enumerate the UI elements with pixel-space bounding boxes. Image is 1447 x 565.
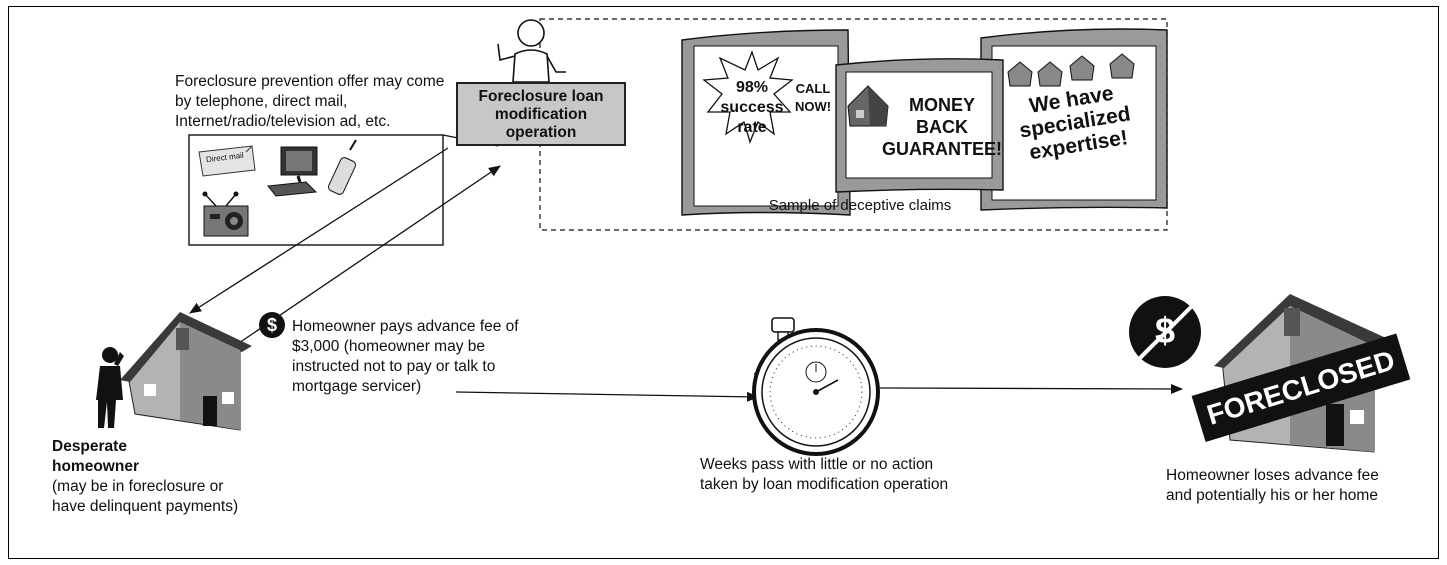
claims-caption: Sample of deceptive claims [768, 197, 952, 214]
offer-channels-box [188, 134, 444, 246]
stopwatch-icon [752, 317, 880, 456]
dollar-coin-symbol: $ [266, 315, 277, 335]
payment-to-wait-arrow [455, 391, 759, 402]
computer-icon [267, 146, 318, 197]
claim-screen-1 [681, 29, 851, 216]
homeowner-detail: (may be in foreclosure or have delinquen… [52, 478, 239, 515]
radio-icon [202, 191, 249, 237]
claim-call-text: CALL NOW! [794, 81, 832, 114]
mail-icon [198, 145, 256, 177]
small-house-icon [847, 85, 889, 127]
claim-screen-2 [835, 58, 1004, 193]
foreclosed-banner [1191, 333, 1411, 442]
dollar-coin-icon [259, 312, 285, 338]
no-money-symbol: $ [1154, 310, 1176, 351]
claim-money-back-text: MONEY BACK GUARANTEE! [882, 95, 1002, 159]
claim-burst-text: 98% success rate [720, 79, 784, 136]
operator-person-icon [497, 19, 566, 83]
operation-title: Foreclosure loan modification operation [478, 88, 604, 141]
no-money-icon [1129, 296, 1201, 368]
wait-to-outcome-arrow [879, 383, 1183, 394]
operation-box: Foreclosure loan modification operation [456, 82, 626, 146]
homeowner-house-icon [120, 312, 252, 431]
houses-row-icon [1007, 53, 1135, 87]
homeowner-silhouette-icon [96, 347, 124, 428]
outer-frame [8, 6, 1439, 559]
payment-text: Homeowner pays advance fee of $3,000 (ho… [292, 318, 519, 395]
offer-arrow [189, 147, 449, 314]
offer-text: Foreclosure prevention offer may come by… [175, 73, 445, 130]
wait-text: Weeks pass with little or no action take… [700, 456, 949, 493]
claim-screen-3 [980, 28, 1168, 211]
outcome-text: Homeowner loses advance fee and potentia… [1166, 467, 1379, 504]
homeowner-title: Desperate homeowner [52, 438, 139, 475]
phone-icon [327, 139, 357, 195]
